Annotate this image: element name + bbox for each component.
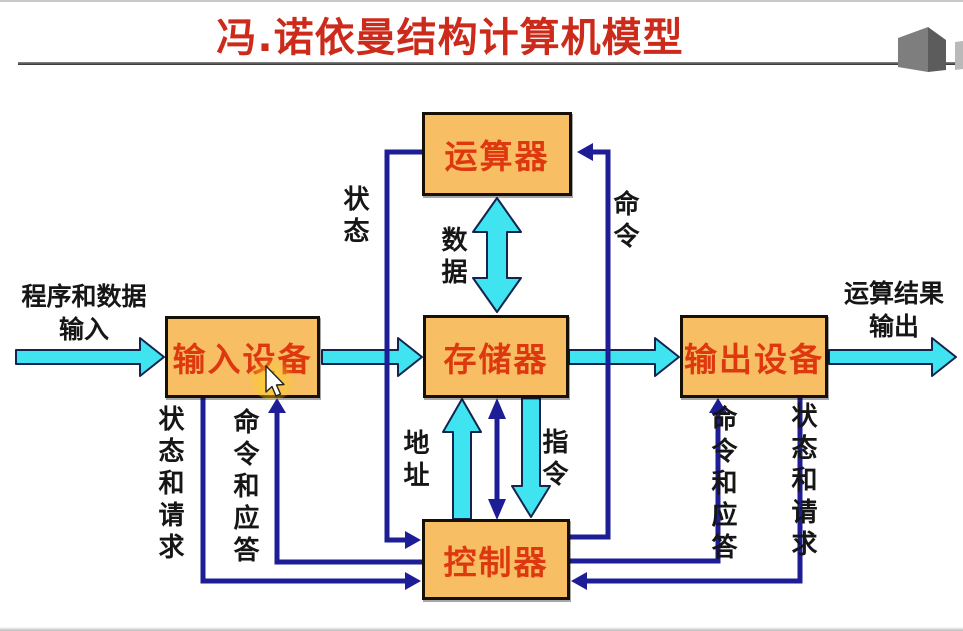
input-to-memory-arrow — [321, 337, 423, 377]
input-device-box: 输入设备 — [165, 316, 320, 398]
program-input-label-line1: 程序和数据 — [21, 282, 147, 311]
result-output-label: 运算结果 输出 — [828, 277, 960, 343]
frame-edge-top — [0, 0, 963, 2]
status-request-right-label: 状态和请求 — [787, 402, 817, 562]
program-input-label-line2: 输入 — [58, 315, 109, 344]
command-reply-right-label: 命令和应答 — [707, 405, 737, 565]
navy-lines — [200, 149, 803, 584]
program-input-arrow — [15, 337, 165, 377]
command-reply-left-label: 命令和应答 — [229, 408, 259, 568]
status-arrowhead — [405, 531, 421, 549]
memory-control-up-arrowhead — [488, 398, 506, 419]
command-arrowhead — [577, 143, 593, 161]
title-divider — [18, 62, 959, 65]
alu-box: 运算器 — [422, 112, 572, 196]
output-device-box-label: 输出设备 — [684, 339, 824, 379]
command-label: 命令 — [609, 190, 639, 254]
control-unit-box: 控制器 — [422, 519, 570, 600]
memory-to-output-arrow — [568, 337, 680, 377]
instruction-label: 指令 — [538, 428, 568, 492]
command-reply-right-arrowhead — [709, 398, 727, 413]
memory-control-down-arrowhead — [488, 499, 506, 520]
alu-box-label: 运算器 — [444, 137, 550, 176]
cursor-highlight — [250, 356, 296, 400]
data-bus-arrow — [472, 197, 522, 313]
program-input-label: 程序和数据 输入 — [8, 280, 160, 346]
status-request-left-line — [200, 398, 405, 584]
navy-arrowheads — [268, 143, 727, 590]
result-output-label-line1: 运算结果 — [843, 279, 944, 308]
frame-edge-bottom — [0, 627, 963, 631]
status-label: 状态 — [339, 185, 369, 249]
address-label: 地址 — [399, 429, 429, 493]
memory-box: 存储器 — [423, 315, 569, 398]
data-label: 数据 — [437, 226, 467, 290]
page-title: 冯.诺依曼结构计算机模型 — [216, 15, 684, 61]
result-output-arrow — [828, 337, 957, 377]
control-unit-box-label: 控制器 — [443, 542, 549, 582]
command-line — [570, 149, 611, 540]
output-device-box: 输出设备 — [680, 315, 828, 398]
memory-box-label: 存储器 — [443, 339, 549, 379]
command-reply-right-line — [570, 413, 721, 564]
instruction-arrow — [511, 397, 551, 518]
status-request-right-arrowhead — [571, 572, 587, 590]
address-arrow — [442, 398, 482, 520]
status-line — [384, 149, 422, 543]
result-output-label-line2: 输出 — [868, 312, 919, 341]
command-reply-left-line — [274, 413, 422, 565]
status-request-left-arrowhead — [405, 572, 421, 590]
cyan-arrows — [15, 197, 957, 520]
status-request-right-line — [587, 398, 803, 584]
status-request-left-label: 状态和请求 — [154, 405, 184, 565]
book-icon — [898, 27, 963, 72]
command-reply-left-arrowhead — [268, 398, 286, 413]
